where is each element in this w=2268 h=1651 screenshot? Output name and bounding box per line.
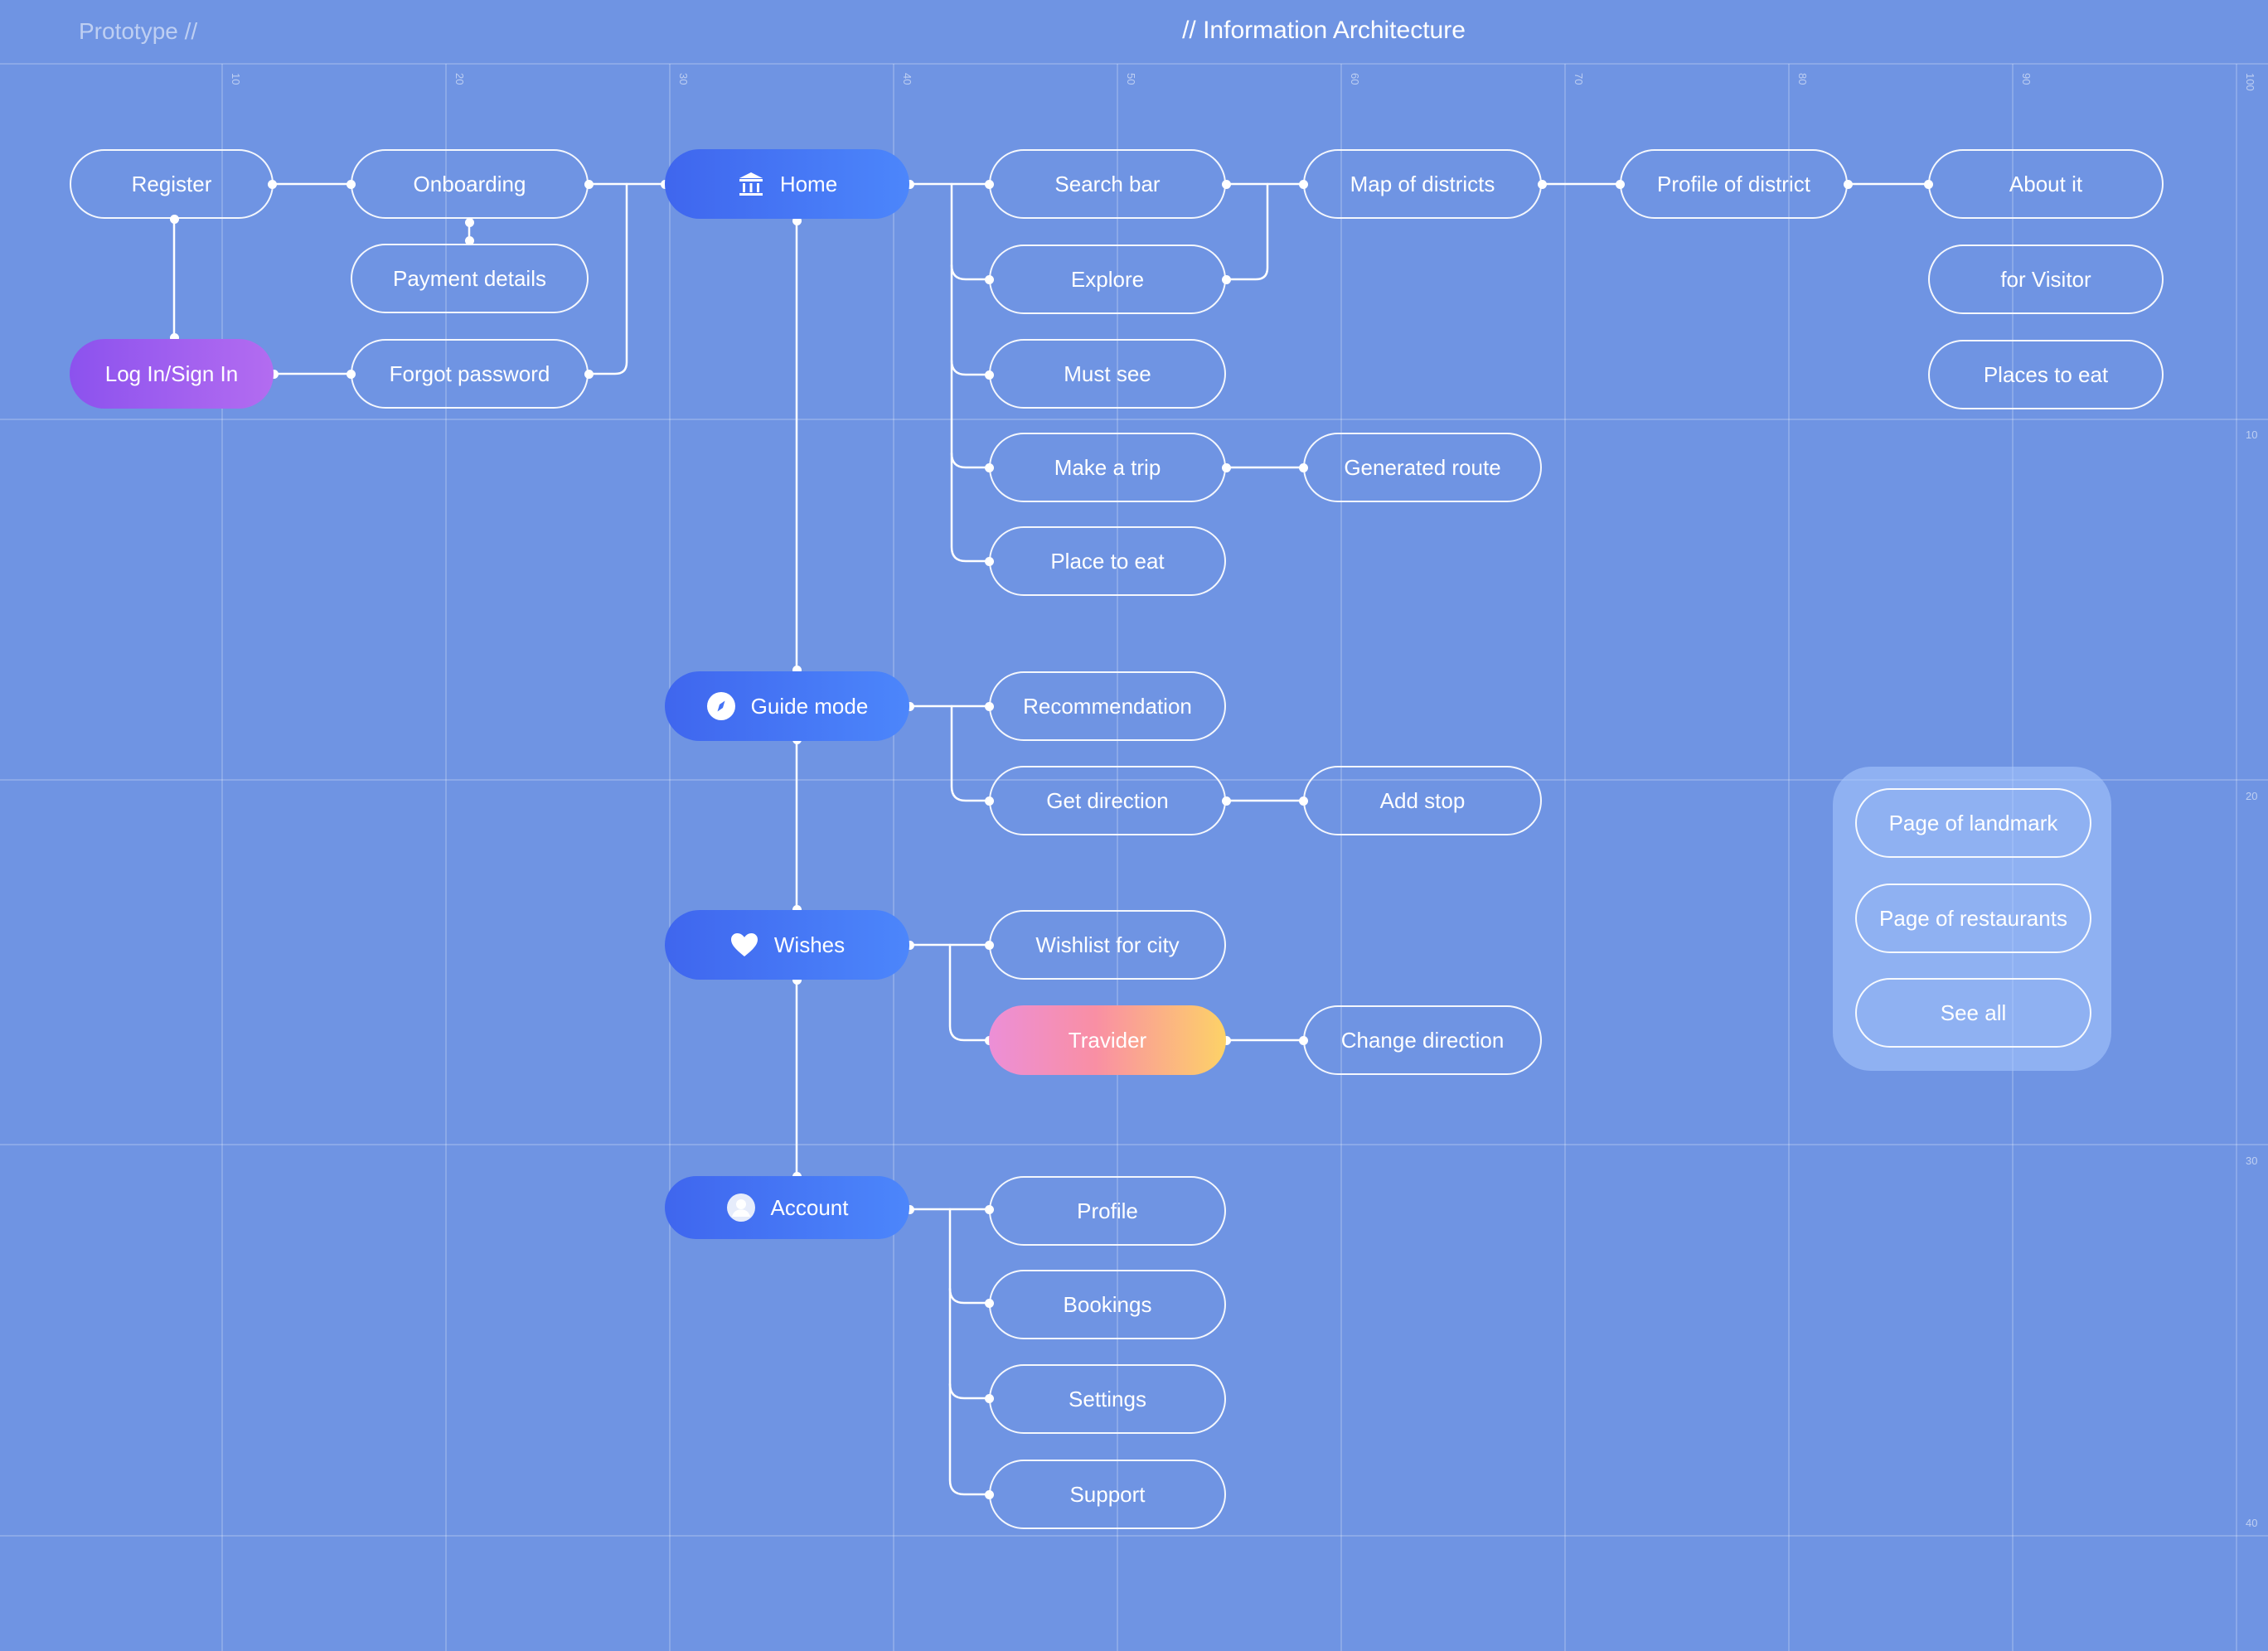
connector-dot — [169, 214, 179, 224]
connector-dot — [464, 235, 474, 245]
node-payment-details[interactable]: Payment details — [351, 244, 589, 313]
node-get-direction[interactable]: Get direction — [989, 766, 1226, 835]
connector-dot — [1221, 796, 1231, 806]
connector-dot — [269, 369, 279, 379]
connector-dot — [1221, 1035, 1231, 1045]
connector-dot — [1843, 179, 1853, 189]
node-forgot-password[interactable]: Forgot password — [351, 339, 589, 409]
node-explore[interactable]: Explore — [989, 245, 1226, 314]
node-see-all[interactable]: See all — [1855, 978, 2091, 1048]
connector-dot — [1221, 179, 1231, 189]
node-generated-route[interactable]: Generated route — [1303, 433, 1542, 502]
node-home[interactable]: Home — [665, 149, 909, 219]
node-support[interactable]: Support — [989, 1460, 1226, 1529]
node-profile-of-district[interactable]: Profile of district — [1620, 149, 1848, 219]
node-wishlist-for-city[interactable]: Wishlist for city — [989, 910, 1226, 980]
node-place-to-eat[interactable]: Place to eat — [989, 526, 1226, 596]
user-avatar-icon — [726, 1193, 756, 1223]
node-account-label: Account — [770, 1194, 849, 1220]
ruler-tick: 10 — [2246, 428, 2258, 441]
connector-dot — [1221, 274, 1231, 284]
prototype-label: Prototype // — [79, 18, 198, 44]
connector-dot — [1537, 179, 1547, 189]
connector-dot — [169, 332, 179, 342]
node-search-bar[interactable]: Search bar — [989, 149, 1226, 219]
node-about-it[interactable]: About it — [1928, 149, 2164, 219]
connector-dot — [792, 215, 802, 225]
connector-dot — [584, 369, 594, 379]
node-page-of-restaurants[interactable]: Page of restaurants — [1855, 884, 2091, 953]
connector-dot — [584, 179, 594, 189]
node-for-visitor[interactable]: for Visitor — [1928, 245, 2164, 314]
connector-dot — [792, 975, 802, 985]
grid-column-line — [1564, 64, 1566, 1651]
grid-column-line — [221, 64, 223, 1651]
node-onboarding[interactable]: Onboarding — [351, 149, 589, 219]
node-must-see[interactable]: Must see — [989, 339, 1226, 409]
grid-row-line — [0, 779, 2268, 781]
grid-column-line — [445, 64, 447, 1651]
connector-dot — [464, 217, 474, 227]
node-wishes[interactable]: Wishes — [665, 910, 909, 980]
node-recommendation[interactable]: Recommendation — [989, 671, 1226, 741]
heart-icon — [729, 932, 759, 958]
museum-icon — [737, 170, 765, 198]
grid-row-line — [0, 1144, 2268, 1145]
grid-column-line — [669, 64, 671, 1651]
node-login-sign-in[interactable]: Log In/Sign In — [70, 339, 274, 409]
node-wishes-label: Wishes — [773, 932, 846, 957]
grid-column-line — [1788, 64, 1790, 1651]
node-travider[interactable]: Travider — [989, 1005, 1226, 1075]
grid-column-line — [1340, 64, 1342, 1651]
ruler-tick: 20 — [2246, 790, 2258, 802]
connector-dot — [904, 1204, 914, 1214]
connector-dot — [1221, 462, 1231, 472]
grid-row-line — [0, 419, 2268, 420]
connector-dot — [904, 940, 914, 950]
node-profile[interactable]: Profile — [989, 1176, 1226, 1246]
grid-column-line — [893, 64, 894, 1651]
ruler-tick: 30 — [2246, 1155, 2258, 1167]
node-places-to-eat[interactable]: Places to eat — [1928, 340, 2164, 409]
connector-dot — [792, 904, 802, 914]
ruler-tick: 40 — [2246, 1517, 2258, 1529]
node-home-label: Home — [779, 171, 838, 196]
node-make-a-trip[interactable]: Make a trip — [989, 433, 1226, 502]
node-bookings[interactable]: Bookings — [989, 1270, 1226, 1339]
connector-dot — [792, 665, 802, 675]
node-guide-mode[interactable]: Guide mode — [665, 671, 909, 741]
page-title: // Information Architecture — [1182, 17, 1466, 44]
header-divider — [0, 63, 2268, 65]
connector-dot — [904, 701, 914, 711]
grid-column-line — [1117, 64, 1118, 1651]
grid-column-line — [2236, 64, 2237, 1651]
connector-dot — [904, 179, 914, 189]
node-settings[interactable]: Settings — [989, 1364, 1226, 1434]
node-guide-mode-label: Guide mode — [750, 693, 869, 719]
node-add-stop[interactable]: Add stop — [1303, 766, 1542, 835]
grid-row-line — [0, 1535, 2268, 1537]
node-change-direction[interactable]: Change direction — [1303, 1005, 1542, 1075]
node-account[interactable]: Account — [665, 1176, 909, 1239]
node-page-of-landmark[interactable]: Page of landmark — [1855, 788, 2091, 858]
node-map-of-districts[interactable]: Map of districts — [1303, 149, 1542, 219]
node-register[interactable]: Register — [70, 149, 274, 219]
compass-icon — [706, 691, 736, 721]
